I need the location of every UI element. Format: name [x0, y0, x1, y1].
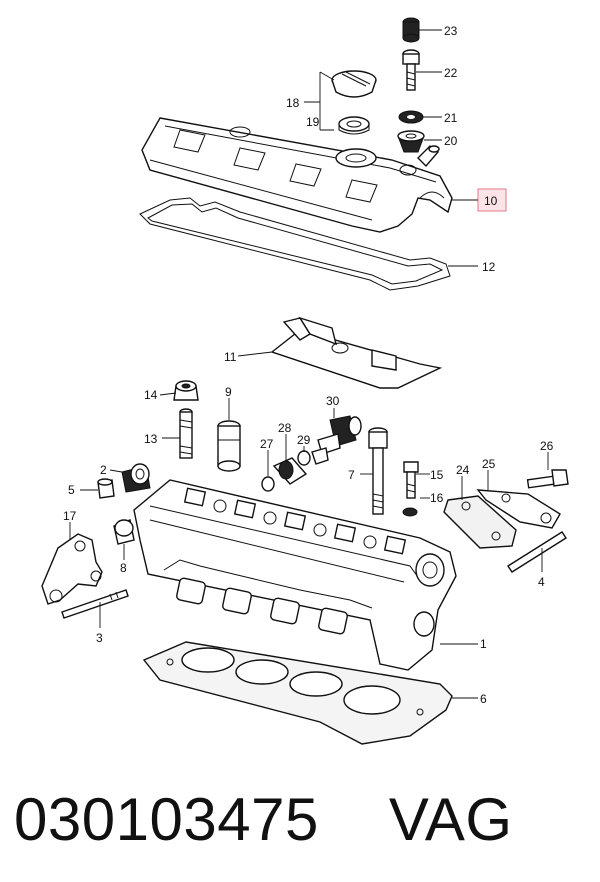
part-number: 030103475	[14, 786, 319, 853]
callout-29: 29	[297, 433, 311, 447]
long-stud	[507, 531, 567, 573]
callout-21: 21	[444, 111, 458, 125]
valve-cover-gasket	[139, 197, 451, 291]
small-bolt	[403, 461, 419, 499]
callout-12: 12	[482, 260, 496, 274]
leader-lines	[69, 29, 549, 699]
callout-22: 22	[444, 66, 458, 80]
callout-27: 27	[260, 437, 274, 451]
water-flange	[476, 489, 561, 529]
caption-bar: 030103475 VAG	[14, 770, 594, 870]
callout-9: 9	[225, 385, 232, 399]
callout-16: 16	[430, 491, 444, 505]
callout-11: 11	[224, 350, 237, 364]
callout-23: 23	[444, 24, 458, 38]
callout-2: 2	[100, 463, 107, 477]
bracket	[41, 533, 103, 605]
callout-3: 3	[96, 631, 103, 645]
callout-8: 8	[120, 561, 127, 575]
cover-bolt	[402, 49, 420, 91]
end-cap	[121, 463, 151, 493]
manifold-stud	[61, 589, 129, 619]
callout-1: 1	[480, 637, 487, 651]
breather-pipe	[417, 145, 440, 168]
hydraulic-tappet	[217, 420, 241, 472]
callout-30: 30	[326, 394, 340, 408]
callout-28: 28	[278, 421, 292, 435]
callout-26: 26	[540, 439, 554, 453]
callout-15: 15	[430, 468, 444, 482]
callout-20: 20	[444, 134, 458, 148]
brand-name: VAG	[388, 786, 513, 853]
cap-nut	[173, 380, 199, 401]
head-gasket	[142, 641, 453, 745]
callout-24: 24	[456, 463, 470, 477]
washer-16	[402, 507, 418, 517]
oil-deflector	[270, 316, 443, 389]
grommet	[402, 17, 420, 43]
valve-cover	[141, 117, 453, 233]
callout-14: 14	[144, 388, 158, 402]
seal-ring-29	[297, 450, 311, 466]
filler-neck-ring	[335, 148, 377, 168]
cylinder-head	[133, 479, 457, 671]
cap-plug-8	[113, 519, 135, 545]
flange-bolt	[526, 469, 569, 489]
callout-13: 13	[144, 432, 158, 446]
exploded-parts-diagram: 23 22 18 19 21 20 10 12 11 14 9 30 13 28…	[41, 17, 569, 745]
cover-washer	[398, 110, 424, 124]
callout-7: 7	[348, 468, 355, 482]
callout-19: 19	[306, 115, 320, 129]
head-bolt	[368, 427, 388, 515]
oil-filler-cap	[331, 70, 377, 98]
temperature-sender	[311, 415, 362, 465]
washer-27	[261, 476, 275, 492]
callout-4: 4	[538, 575, 545, 589]
callout-18: 18	[286, 96, 300, 110]
callout-25: 25	[482, 457, 496, 471]
callout-5: 5	[68, 483, 75, 497]
flange-gasket	[443, 495, 517, 549]
callout-6: 6	[480, 692, 487, 706]
plug	[97, 478, 115, 499]
filler-cap-seal	[338, 116, 370, 135]
callout-17: 17	[63, 509, 77, 523]
stud	[179, 408, 193, 459]
callout-10: 10	[484, 194, 498, 208]
rubber-seal	[397, 130, 425, 153]
callout-labels: 23 22 18 19 21 20 10 12 11 14 9 30 13 28…	[63, 24, 554, 706]
